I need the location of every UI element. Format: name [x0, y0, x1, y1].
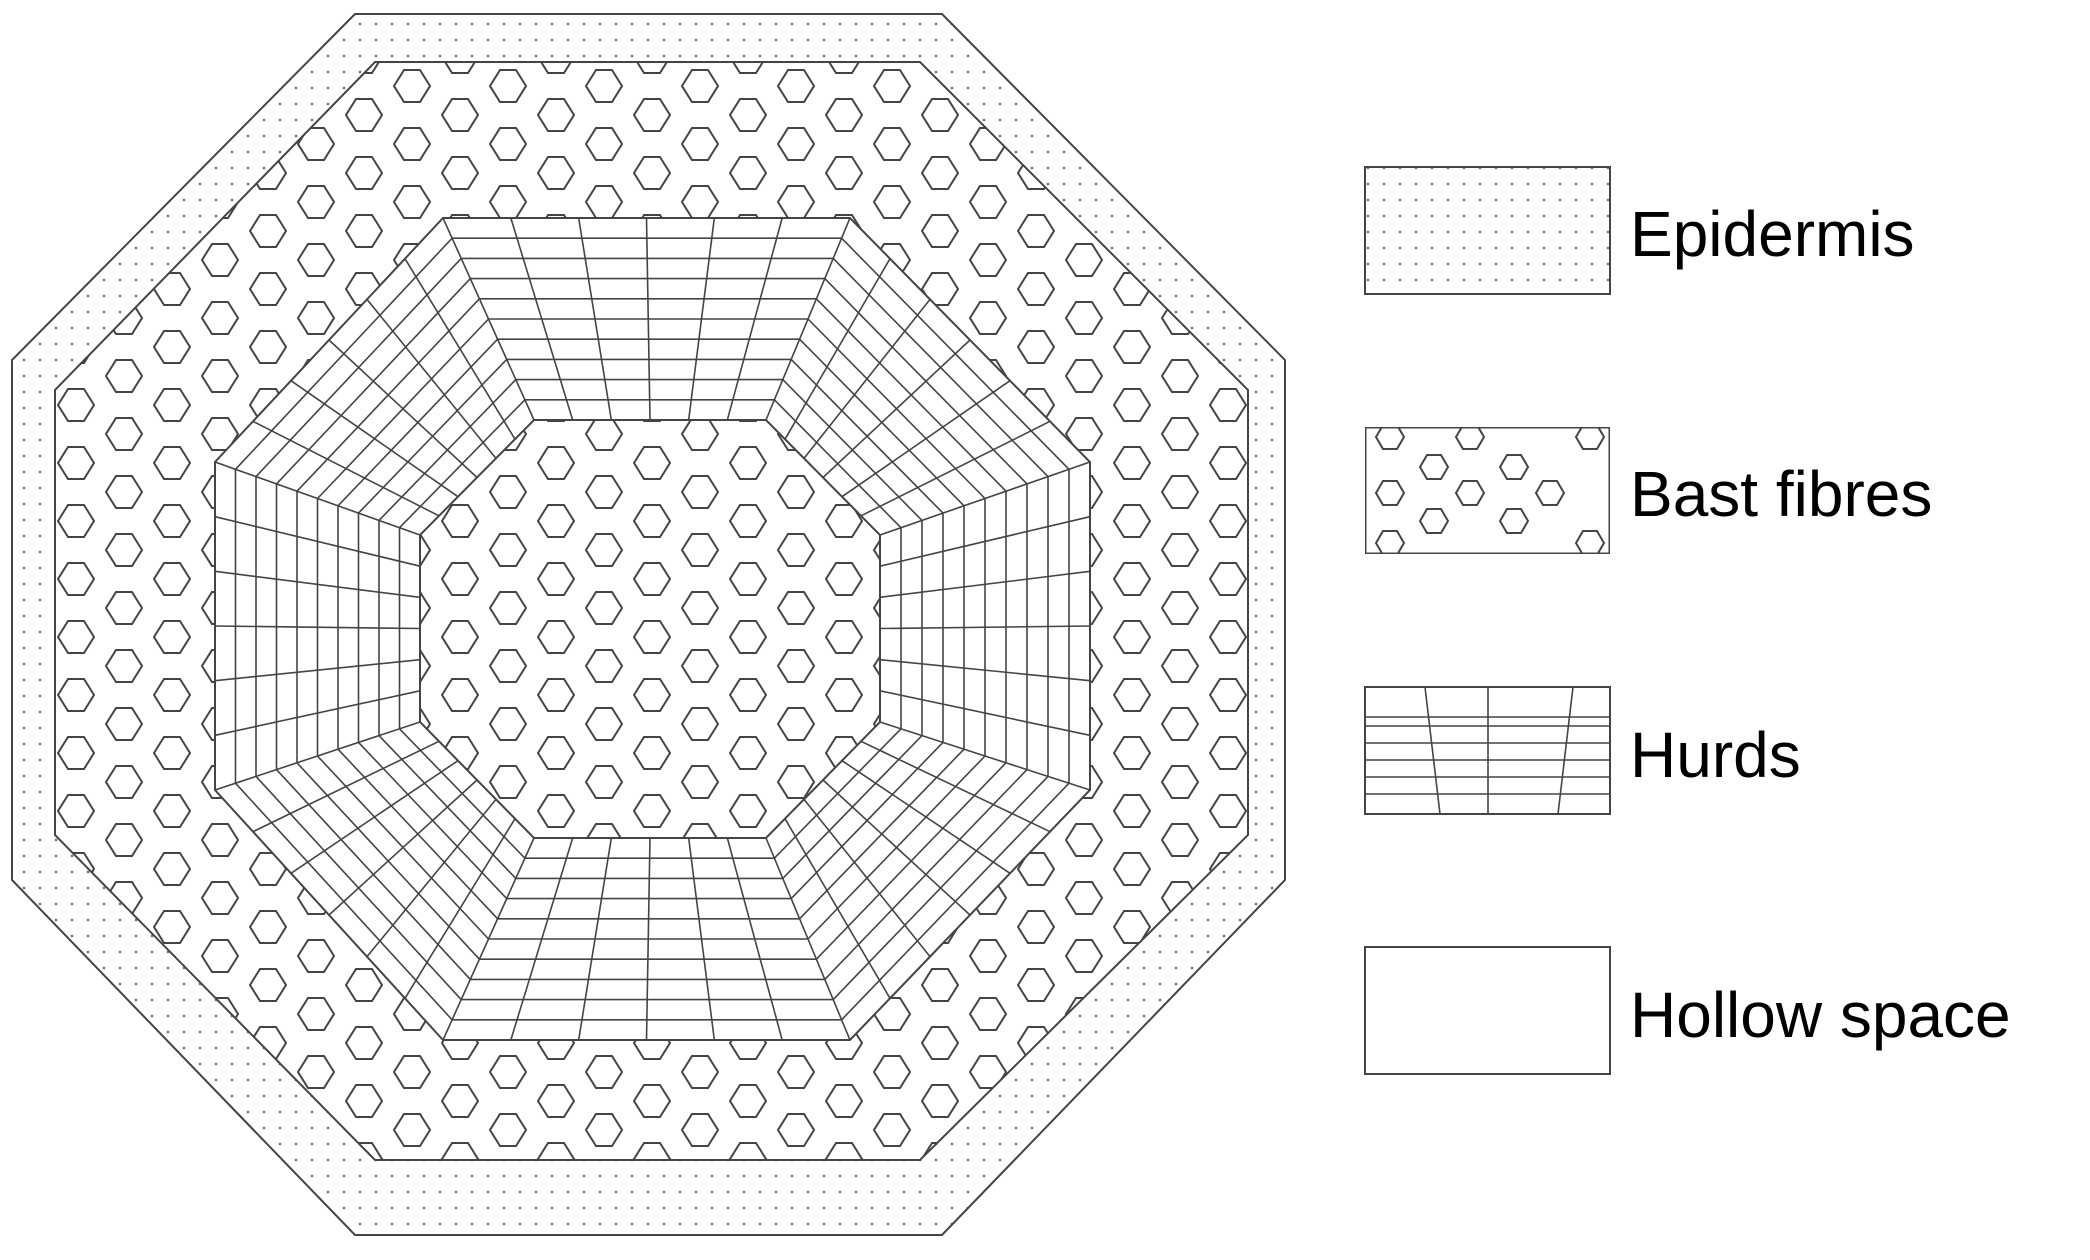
legend-swatch-hurds — [1364, 686, 1611, 815]
legend-item-hurds: Hurds — [1364, 686, 1801, 815]
legend-label-hollow-space: Hollow space — [1630, 979, 2011, 1051]
legend-swatch-epidermis — [1364, 166, 1611, 295]
legend-item-bast-fibres: Bast fibres — [1365, 427, 1932, 554]
legend-label-hurds: Hurds — [1630, 719, 1801, 791]
legend-item-hollow-space: Hollow space — [1364, 946, 2011, 1075]
hurds-layer — [214, 217, 1091, 1041]
legend-label-bast-fibres: Bast fibres — [1630, 458, 1932, 530]
legend-swatch-hollow-space — [1364, 946, 1611, 1075]
legend: Epidermis — [1364, 166, 2011, 1075]
legend-label-epidermis: Epidermis — [1630, 198, 1915, 270]
legend-item-epidermis: Epidermis — [1364, 166, 1915, 295]
